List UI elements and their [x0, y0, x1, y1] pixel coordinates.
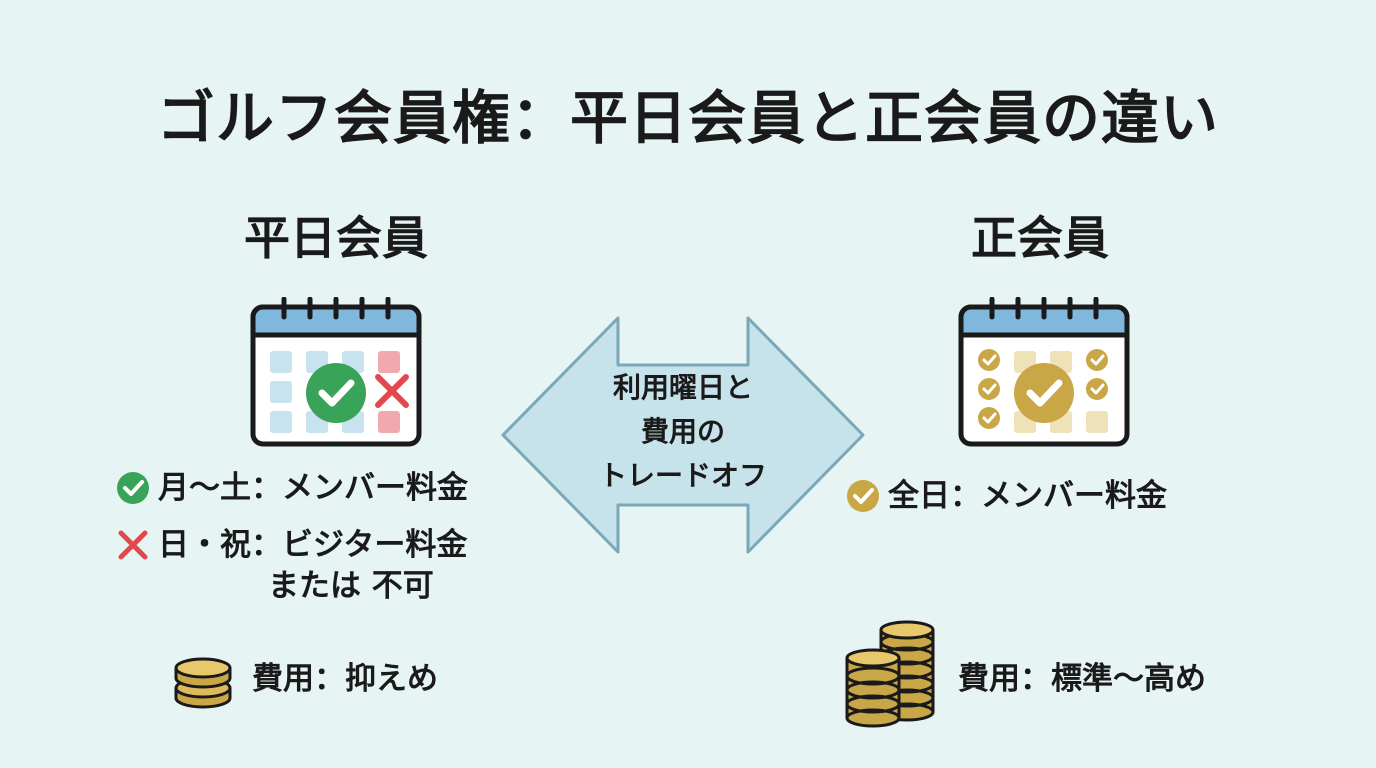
coin-stack-small-icon: [174, 657, 232, 709]
tradeoff-line-2: 費用の: [640, 415, 725, 448]
weekday-member-heading: 平日会員: [244, 211, 428, 265]
check-icon: [117, 472, 149, 504]
full-member-cost: 費用：標準〜高め: [958, 661, 1206, 697]
check-icon: [847, 480, 879, 512]
weekday-calendar-icon: [250, 297, 422, 447]
rule-text: 全日：メンバー料金: [888, 478, 1167, 514]
full-member-heading: 正会員: [971, 211, 1109, 265]
weekday-rule-weekdays: 月〜土：メンバー料金: [116, 468, 468, 508]
tradeoff-line-1: 利用曜日と: [612, 371, 753, 404]
full-member-rule: 全日：メンバー料金: [846, 476, 1167, 516]
tradeoff-label: 利用曜日と 費用の トレードオフ: [560, 366, 806, 498]
full-member-calendar-icon: [958, 297, 1130, 447]
weekday-rule-holidays: 日・祝：ビジター料金: [116, 525, 467, 565]
weekday-cost: 費用：抑えめ: [252, 661, 438, 697]
tradeoff-line-3: トレードオフ: [598, 459, 767, 492]
double-arrow-icon: [501, 316, 865, 554]
coin-stack-large-icon: [845, 620, 935, 728]
page-title: ゴルフ会員権：平日会員と正会員の違い: [156, 84, 1219, 152]
rule-text: 日・祝：ビジター料金: [158, 527, 468, 563]
rule-text: 月〜土：メンバー料金: [158, 470, 468, 506]
cross-icon: [118, 530, 148, 560]
weekday-rule-note: または 不可: [268, 568, 434, 604]
